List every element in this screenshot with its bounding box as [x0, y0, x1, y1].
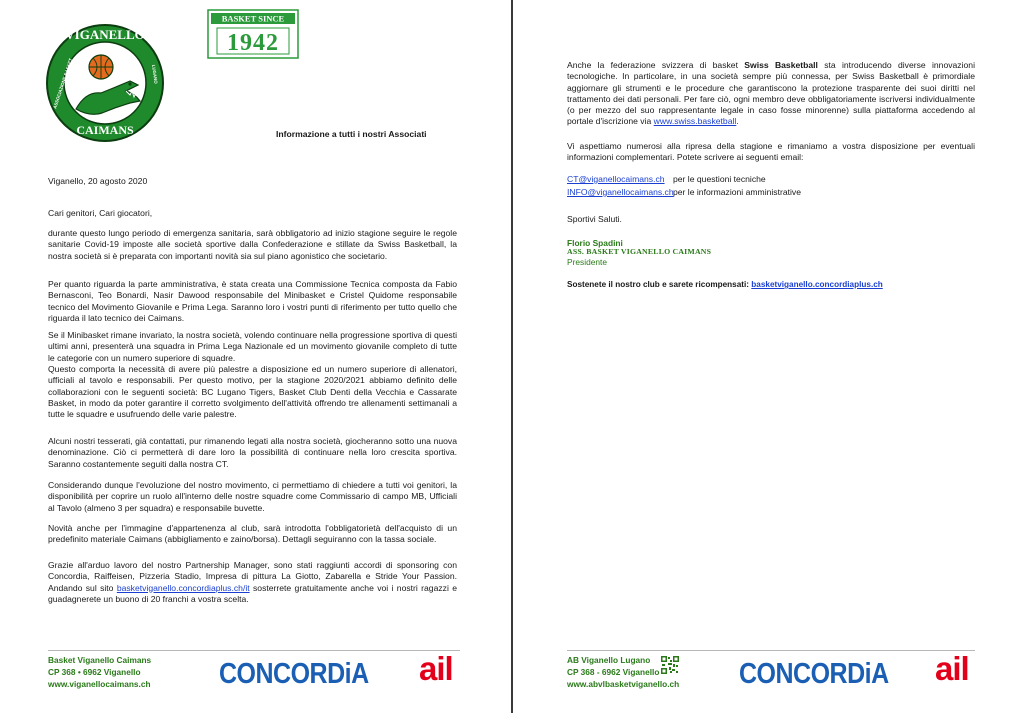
signer-name: Florio Spadini [567, 238, 623, 248]
footer-rule [48, 650, 460, 651]
qr-code-icon [661, 656, 679, 674]
concordia-logo: CONCORDiA [219, 657, 369, 691]
letter-title: Informazione a tutti i nostri Associati [276, 129, 427, 139]
footer-club-name: Basket Viganello Caimans [48, 655, 152, 665]
footer-address: Basket Viganello Caimans CP 368 • 6962 V… [48, 654, 151, 690]
paragraph-1: durante questo lungo periodo di emergenz… [48, 228, 457, 261]
footer-website: www.viganellocaimans.ch [48, 679, 151, 689]
concordiaplus-link[interactable]: basketviganello.concordiaplus.ch/it [116, 582, 250, 593]
paragraph-8-text-b: sosterrete gratuitamente anche voi i nos… [48, 582, 458, 604]
swiss-paragraph-text-c: . [736, 116, 739, 127]
paragraph-7: Novità anche per l'immagine d'appartenen… [48, 523, 457, 545]
contact-row-admin: INFO@viganellocaimans.ch [567, 187, 674, 197]
logo-bottom-text: CAIMANS [76, 123, 134, 137]
contact-technical-desc: per le questioni tecniche [673, 174, 766, 184]
letter-salutation: Cari genitori, Cari giocatori, [48, 208, 153, 218]
closing-paragraph: Vi aspettiamo numerosi alla ripresa dell… [567, 141, 975, 163]
badge-line1: BASKET SINCE [222, 14, 285, 24]
footer-right-po-box: CP 368 - 6962 Viganello [567, 667, 660, 677]
paragraph-8-text-a: Grazie all'arduo lavoro del nostro Partn… [48, 560, 457, 593]
paragraph-5: Alcuni nostri tesserati, già contattati,… [48, 436, 457, 469]
viganello-caimans-logo: VIGANELLO CAIMANS ASSOCIAZIONE BASKET LU… [46, 24, 164, 142]
info-email-link[interactable]: INFO@viganellocaimans.ch [567, 187, 674, 197]
footer-address-right: AB Viganello Lugano CP 368 - 6962 Vigane… [567, 654, 679, 690]
letter-page-1: VIGANELLO CAIMANS ASSOCIAZIONE BASKET LU… [0, 0, 510, 713]
letter-date: Viganello, 20 agosto 2020 [48, 176, 148, 186]
paragraph-6: Considerando dunque l'evoluzione del nos… [48, 480, 457, 513]
swiss-basketball-link[interactable]: www.swiss.basketball [653, 116, 737, 127]
badge-line2: 1942 [227, 30, 279, 56]
concordia-logo-right: CONCORDiA [739, 657, 889, 691]
paragraph-4: Questo comporta la necessità di avere pi… [48, 364, 457, 420]
footer-po-box: CP 368 • 6962 Viganello [48, 667, 141, 677]
paragraph-3: Se il Minibasket rimane invariato, la no… [48, 330, 457, 363]
swiss-paragraph-text-b: sta introducendo diverse innovazioni tec… [567, 60, 975, 127]
paragraph-8: Grazie all'arduo lavoro del nostro Partn… [48, 560, 457, 605]
footer-right-website: www.abvlbasketviganello.ch [567, 679, 680, 689]
contact-row-technical: CT@viganellocaimans.ch [567, 174, 665, 184]
paragraph-2: Per quanto riguarda la parte amministrat… [48, 279, 457, 323]
contact-admin-desc: per le informazioni amministrative [673, 187, 801, 197]
swiss-basketball-paragraph: Anche la federazione svizzera di basket … [567, 60, 975, 128]
support-link[interactable]: basketviganello.concordiaplus.ch [751, 280, 883, 289]
page-divider [511, 0, 513, 713]
basket-since-1942-badge: BASKET SINCE 1942 [207, 9, 299, 59]
footer-rule-right [567, 650, 975, 651]
support-text: Sostenete il nostro club e sarete ricomp… [567, 280, 752, 289]
signer-association: ASS. BASKET VIGANELLO CAIMANS [567, 247, 712, 256]
footer-right-club-name: AB Viganello Lugano [567, 655, 651, 665]
swiss-basketball-bold: Swiss Basketball [744, 60, 818, 70]
ail-logo-right: ail [935, 650, 970, 687]
closing-greeting: Sportivi Saluti. [567, 214, 622, 224]
ct-email-link[interactable]: CT@viganellocaimans.ch [567, 174, 665, 184]
logo-right-text: LUGANO [151, 64, 159, 84]
support-line: Sostenete il nostro club e sarete ricomp… [567, 280, 883, 289]
swiss-paragraph-text-a: Anche la federazione svizzera di basket [567, 60, 745, 70]
letter-page-2 [514, 0, 1024, 713]
logo-top-text: VIGANELLO [65, 27, 144, 42]
signer-role: Presidente [567, 257, 608, 267]
ail-logo: ail [419, 650, 454, 687]
